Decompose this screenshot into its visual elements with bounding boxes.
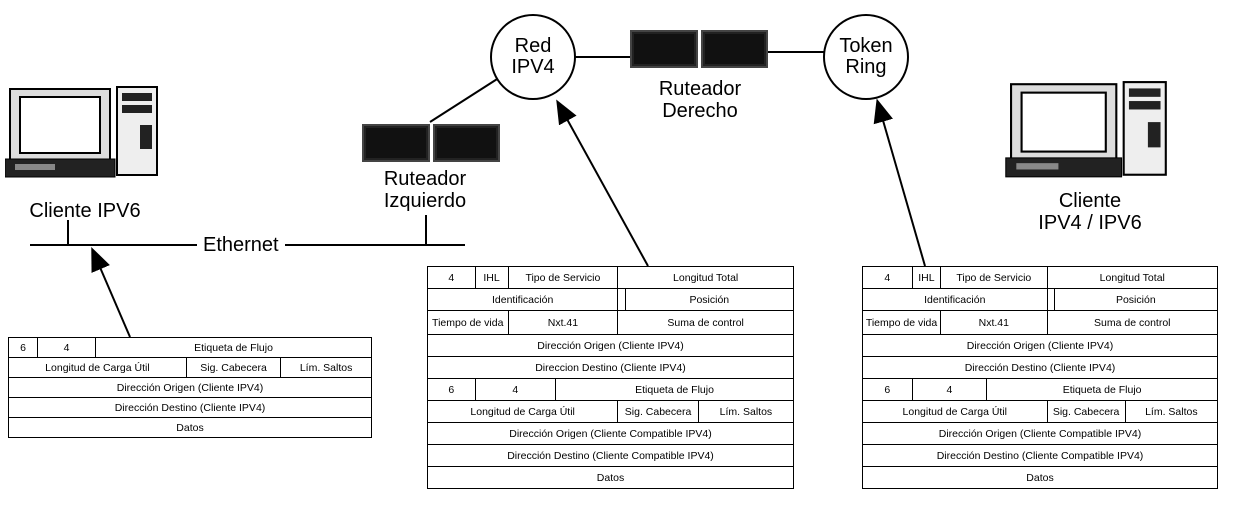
- table-cell: 4: [862, 266, 913, 289]
- table-cell: Sig. Cabecera: [1046, 400, 1126, 423]
- red-ipv4-label-2: IPV4: [511, 56, 555, 78]
- token-ring-label-1: Token: [839, 35, 893, 57]
- table-cell: Tiempo de vida: [861, 310, 942, 335]
- table-cell: Suma de control: [1046, 310, 1219, 335]
- table-cell: 6: [7, 337, 39, 358]
- table-cell: Dirección Origen (Cliente Compatible IPV…: [862, 422, 1218, 445]
- table-cell: IHL: [911, 266, 942, 289]
- table-cell: Dirección Destino (Cliente IPV4): [862, 356, 1218, 379]
- table-cell: Longitud de Carga Útil: [426, 400, 619, 423]
- table-cell: Nxt.41: [940, 310, 1048, 335]
- table-cell: Datos: [8, 417, 372, 438]
- router-icon: [362, 124, 500, 162]
- table-cell: Dirección Destino (Cliente IPV4): [8, 397, 372, 418]
- table-cell: Etiqueta de Flujo: [986, 378, 1218, 401]
- table-cell: Longitud Total: [1046, 266, 1219, 289]
- table-cell: 4: [37, 337, 97, 358]
- table-cell: Dirección Origen (Cliente IPV4): [427, 334, 794, 357]
- table-cell: Identificación: [426, 288, 619, 311]
- arrow-right-table: [873, 98, 926, 267]
- table-cell: Posición: [1053, 288, 1219, 311]
- table-cell: 4: [911, 378, 988, 401]
- table-cell: Etiqueta de Flujo: [555, 378, 794, 401]
- desktop-computer-icon: [5, 86, 158, 178]
- table-cell: Dirección Origen (Cliente Compatible IPV…: [427, 422, 794, 445]
- table-cell: Nxt.41: [507, 310, 619, 335]
- table-cell: Etiqueta de Flujo: [95, 337, 372, 358]
- ethernet-label: Ethernet: [197, 234, 285, 257]
- router-icon: [630, 30, 768, 68]
- red-ipv4-label-1: Red: [514, 35, 552, 57]
- table-cell: Sig. Cabecera: [617, 400, 699, 423]
- table-cell: Posición: [624, 288, 795, 311]
- table-cell: Longitud de Carga Útil: [8, 357, 187, 378]
- table-cell: Identificación: [862, 288, 1048, 311]
- ipv4-ipv6-header-table: 4 IHL Tipo de Servicio Longitud Total Id…: [426, 266, 795, 489]
- table-cell: Direccion Destino (Cliente IPV4): [427, 356, 794, 379]
- table-cell: Datos: [862, 466, 1218, 489]
- table-cell: Tipo de Servicio: [940, 266, 1048, 289]
- table-cell: 4: [474, 378, 557, 401]
- ipv6-header-table: 6 4 Etiqueta de Flujo Longitud de Carga …: [7, 337, 372, 438]
- table-cell: Dirección Destino (Cliente Compatible IP…: [427, 444, 794, 467]
- table-cell: 6: [862, 378, 913, 401]
- table-cell: Lím. Saltos: [697, 400, 795, 423]
- table-cell: Lím. Saltos: [1124, 400, 1219, 423]
- arrow-left-table: [91, 246, 131, 338]
- table-cell: Tipo de Servicio: [507, 266, 619, 289]
- ipv4-ipv6-header-table: 4 IHL Tipo de Servicio Longitud Total Id…: [861, 266, 1219, 489]
- table-cell: Datos: [427, 466, 794, 489]
- table-cell: Sig. Cabecera: [185, 357, 282, 378]
- table-cell: Longitud Total: [617, 266, 794, 289]
- table-cell: Dirección Destino (Cliente Compatible IP…: [862, 444, 1218, 467]
- table-cell: Suma de control: [617, 310, 794, 335]
- table-cell: Dirección Origen (Cliente IPV4): [862, 334, 1218, 357]
- table-cell: Tiempo de vida: [427, 310, 509, 335]
- desktop-computer-icon: [1005, 81, 1167, 178]
- table-cell: IHL: [474, 266, 509, 289]
- table-cell: Longitud de Carga Útil: [862, 400, 1048, 423]
- table-cell: [1046, 288, 1055, 311]
- link-router-left-red: [429, 73, 506, 123]
- table-cell: Lím. Saltos: [280, 357, 372, 378]
- client-ipv6-label: Cliente IPV6: [29, 200, 141, 222]
- table-cell: 4: [427, 266, 476, 289]
- token-ring-label-2: Ring: [845, 56, 887, 78]
- arrow-mid-table: [556, 99, 649, 267]
- table-cell: Dirección Origen (Cliente IPV4): [8, 377, 372, 398]
- table-cell: 6: [427, 378, 476, 401]
- table-cell: [617, 288, 626, 311]
